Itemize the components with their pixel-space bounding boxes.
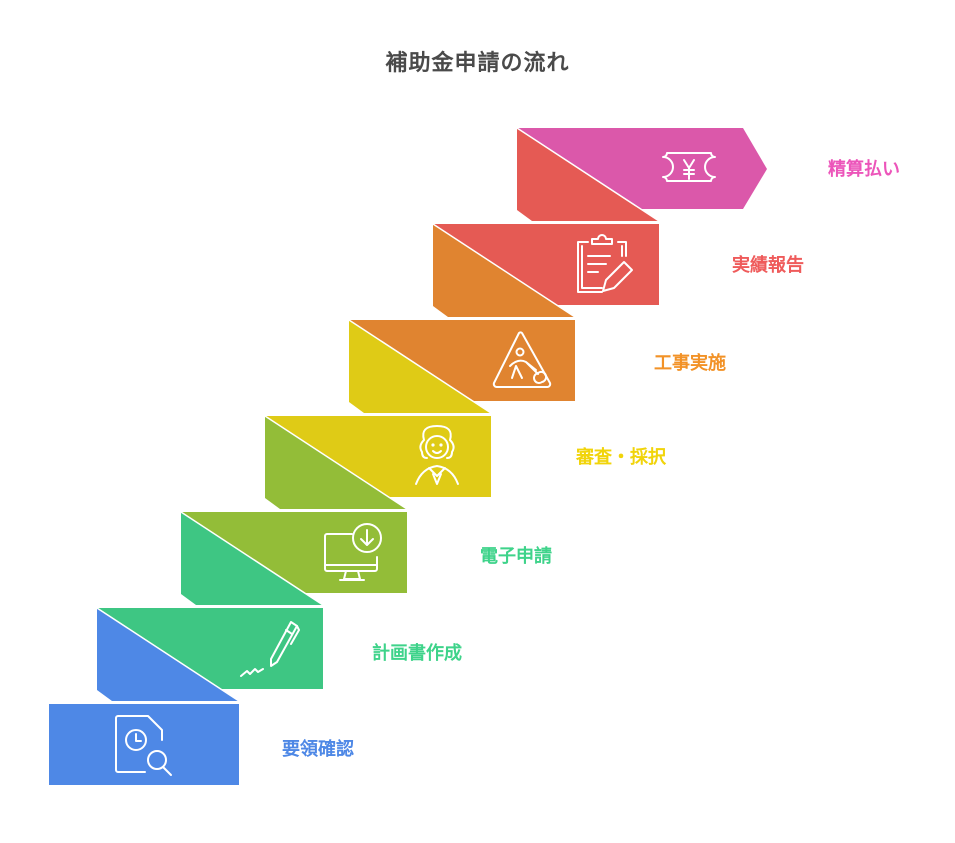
yen-ticket-icon — [662, 152, 716, 182]
step-1-guideline-check — [49, 704, 239, 785]
step-label-plan-document: 計画書作成 — [372, 643, 462, 664]
computer-download-icon — [324, 523, 382, 581]
step-label-report: 実績報告 — [732, 255, 804, 276]
step-3-e-application — [180, 511, 407, 606]
step-5-construction — [348, 319, 575, 414]
construction-worker-sign-icon — [492, 331, 552, 388]
diagram-title: 補助金申請の流れ — [385, 51, 570, 76]
document-clock-search-icon — [115, 715, 172, 776]
step-7-settlement — [516, 127, 767, 222]
step-label-settlement: 精算払い — [828, 159, 900, 180]
pen-signature-icon — [240, 621, 300, 677]
step-label-e-application: 電子申請 — [480, 546, 552, 567]
clipboard-edit-icon — [577, 234, 633, 293]
step-label-construction: 工事実施 — [654, 353, 726, 374]
step-label-guideline-check: 要領確認 — [282, 739, 354, 760]
step-6-report — [432, 223, 659, 318]
step-2-plan-document — [96, 607, 323, 702]
step-label-review: 審査・採択 — [576, 447, 666, 468]
step-4-review — [264, 415, 491, 510]
reviewer-person-icon — [415, 425, 459, 485]
